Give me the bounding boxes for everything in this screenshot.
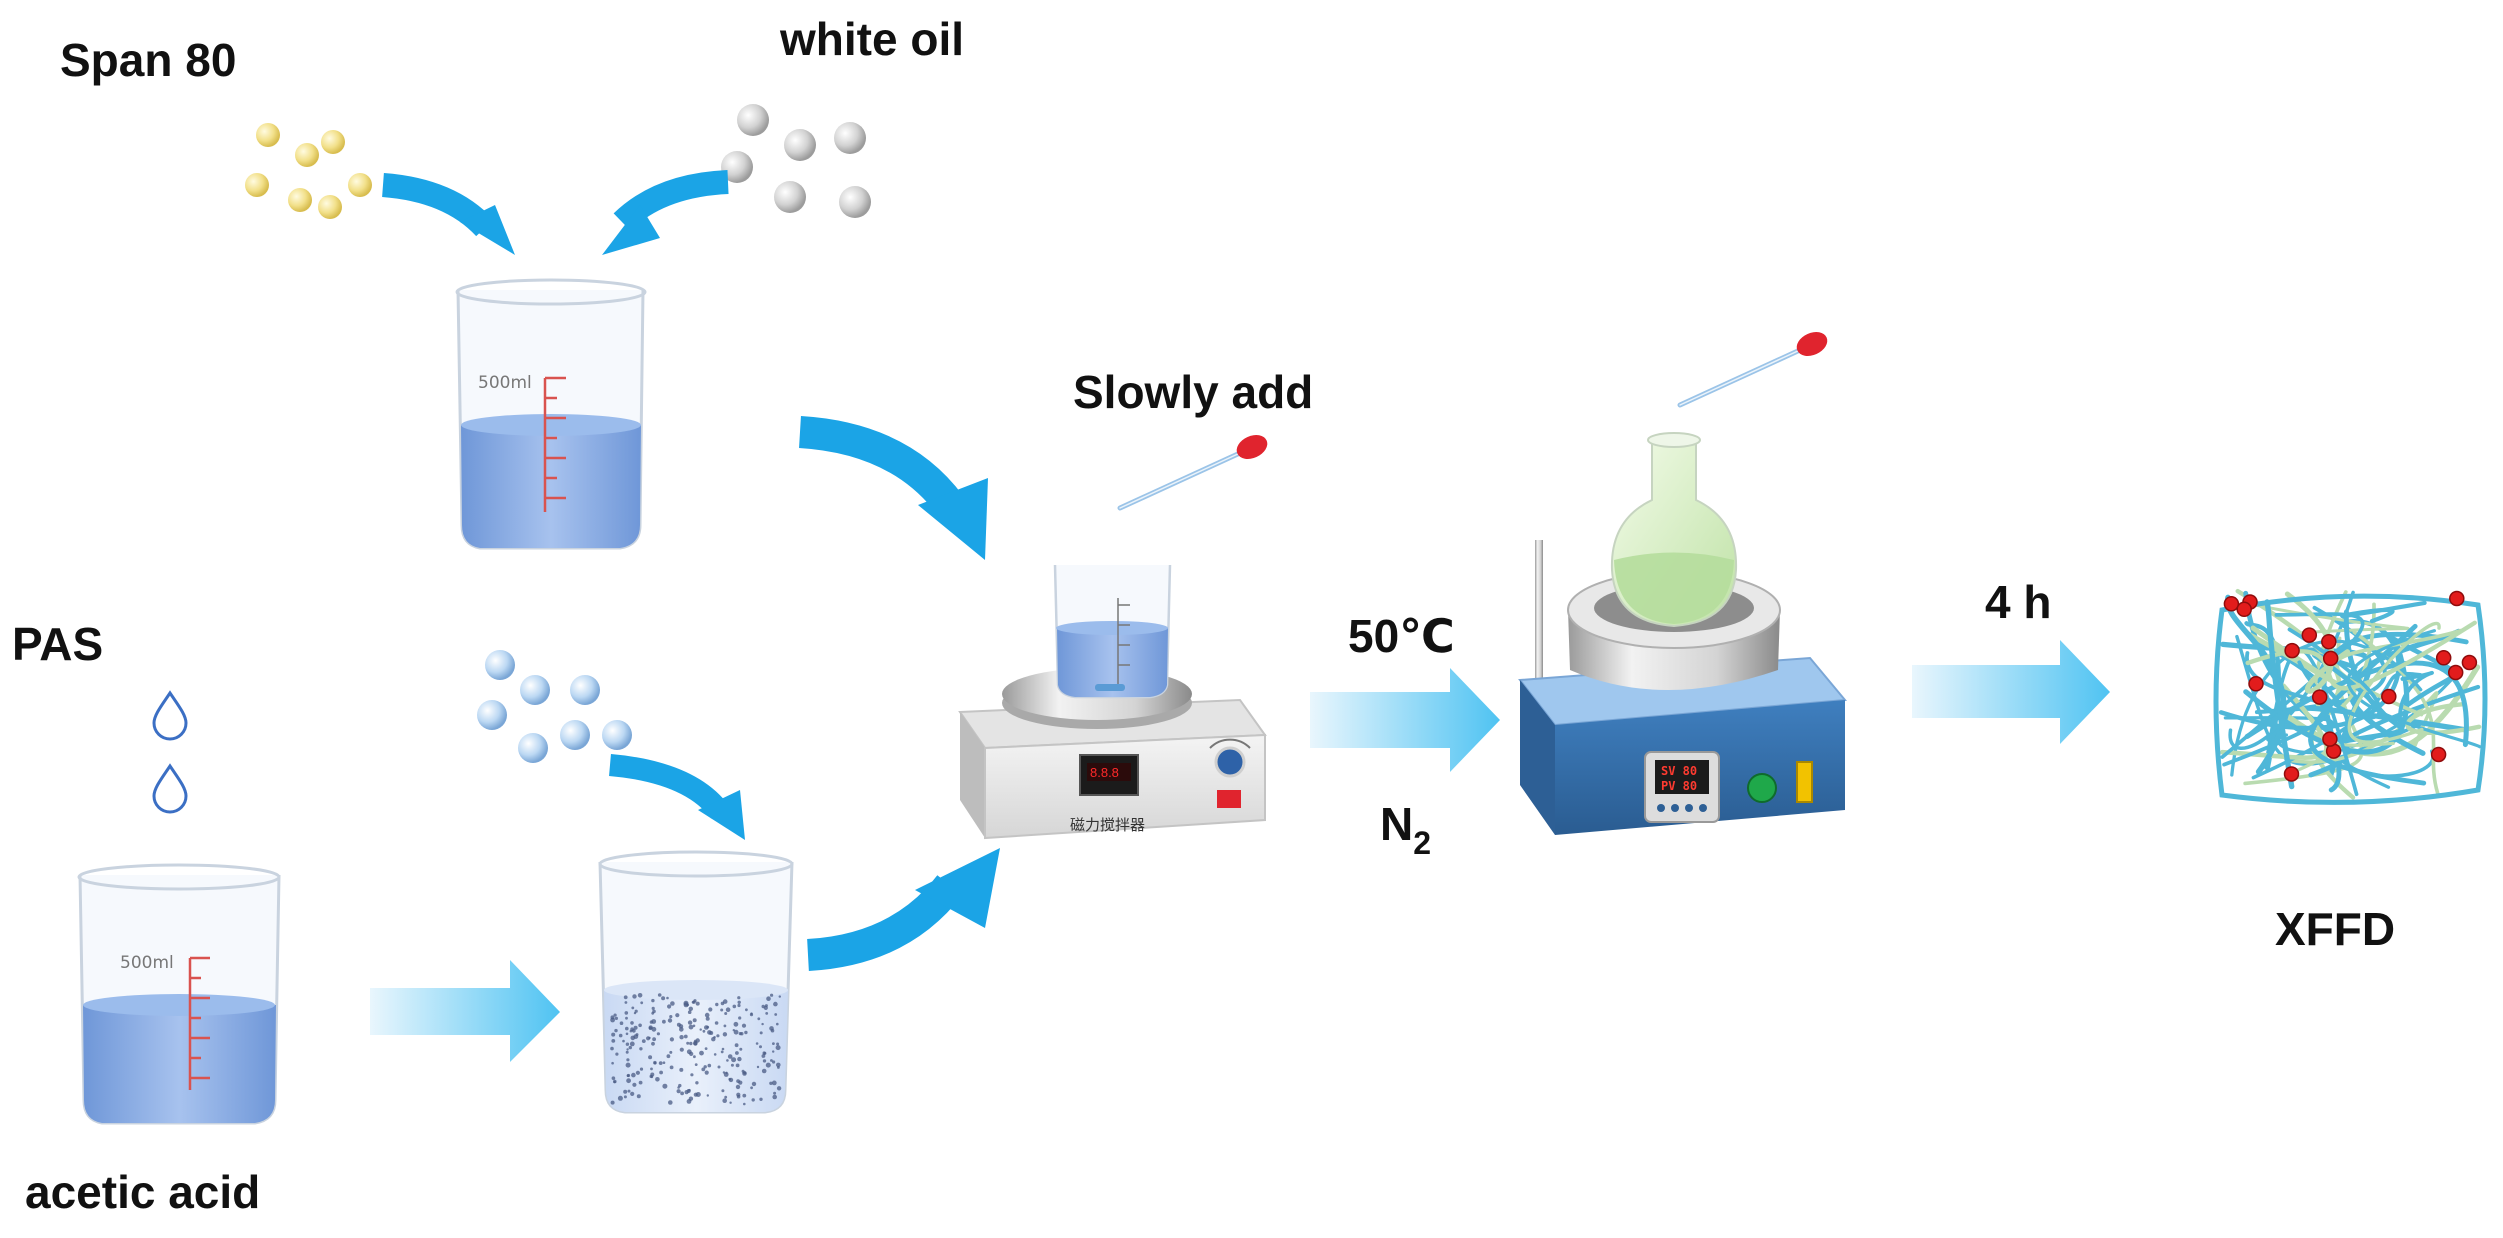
white-oil-particles: [721, 104, 871, 218]
heater-pv-readout: PV 80: [1661, 779, 1697, 793]
white-oil-label: white oil: [779, 13, 964, 65]
acetic-acid-label: acetic acid: [25, 1166, 260, 1218]
arrow-acid-to-mix: [370, 960, 560, 1062]
arrow-aqueous-to-stirrer: [806, 848, 1000, 971]
arrow-heater-to-product: [1912, 640, 2110, 744]
arrow-stirrer-to-heater: [1310, 668, 1500, 772]
product-label: XFFD: [2275, 903, 2395, 955]
beaker-volume-label: 500ml: [478, 373, 532, 393]
beaker-aqueous-phase: [598, 850, 794, 1114]
beaker-volume-label-2: 500ml: [120, 953, 174, 973]
stirrer-display-text: 8.8.8: [1090, 765, 1119, 780]
arrow-oil-to-beaker: [602, 170, 729, 255]
heating-mantle: SV 80 PV 80: [1518, 327, 1847, 835]
arrow-oil-to-stirrer: [798, 416, 988, 560]
dropper-1: [1120, 430, 1271, 508]
xffd-network: [2213, 588, 2488, 805]
crosslink-points: [2223, 590, 2478, 782]
pas-particles: [477, 650, 632, 763]
slowly-add-label: Slowly add: [1073, 366, 1313, 418]
heater-sv-readout: SV 80: [1661, 764, 1697, 778]
beaker-acetic-acid: 500ml: [77, 863, 281, 1125]
fiber-network: [2213, 588, 2488, 805]
pas-drops: [152, 691, 188, 814]
arrow-span-to-beaker: [381, 173, 515, 255]
nitrogen-label: N2: [1380, 798, 1431, 861]
span80-particles: [245, 123, 372, 219]
dropper-2: [1680, 327, 1831, 405]
magnetic-stirrer: 8.8.8 磁力搅拌器: [958, 430, 1271, 840]
pas-label: PAS: [12, 618, 103, 670]
duration-label: 4 h: [1985, 576, 2051, 628]
arrow-pas-to-mix: [608, 754, 745, 840]
beaker-oil-phase: 500ml: [455, 278, 647, 550]
temperature-label: 50℃: [1348, 610, 1455, 662]
dispersed-particles: [610, 993, 782, 1106]
stirrer-label: 磁力搅拌器: [1070, 816, 1145, 834]
span80-label: Span 80: [60, 34, 236, 86]
